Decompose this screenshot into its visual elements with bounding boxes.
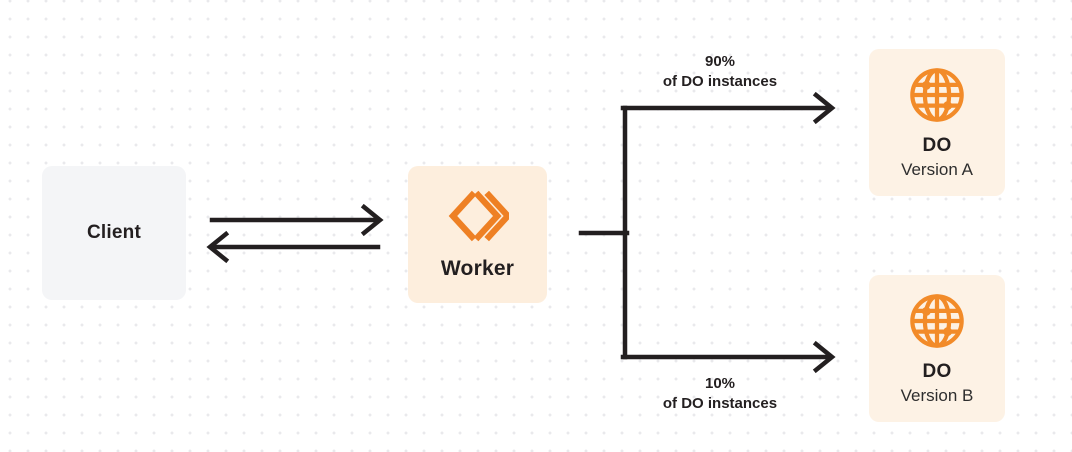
edge-label-do-a-percent: 90% (704, 53, 736, 70)
edge-label-do-b-percent: 10% (704, 375, 736, 392)
edge-label-do-a-description: of DO instances (662, 73, 778, 91)
node-client[interactable]: Client (42, 166, 186, 300)
node-do-version-a-subtitle: Version A (901, 159, 973, 179)
arrow-worker-to-client (206, 230, 381, 264)
node-do-version-a[interactable]: DO Version A (869, 49, 1005, 196)
edge-label-do-a: 90% of DO instances (620, 52, 820, 93)
arrow-worker-to-do-a (620, 91, 836, 125)
node-do-version-a-title: DO (922, 134, 952, 156)
fork-connector (578, 105, 630, 360)
node-do-version-b[interactable]: DO Version B (869, 275, 1005, 422)
globe-icon (908, 66, 966, 124)
arrow-client-to-worker (209, 203, 384, 237)
arrow-worker-to-do-b (620, 340, 836, 374)
edge-label-do-b: 10% of DO instances (620, 374, 820, 415)
globe-icon (908, 292, 966, 350)
edge-label-do-b-description: of DO instances (662, 395, 778, 413)
node-do-version-b-subtitle: Version B (900, 385, 974, 405)
node-worker[interactable]: Worker (408, 166, 547, 303)
node-client-title: Client (87, 221, 141, 243)
node-worker-title: Worker (440, 256, 515, 280)
node-do-version-b-title: DO (922, 360, 952, 382)
cloudflare-workers-icon (447, 189, 509, 243)
